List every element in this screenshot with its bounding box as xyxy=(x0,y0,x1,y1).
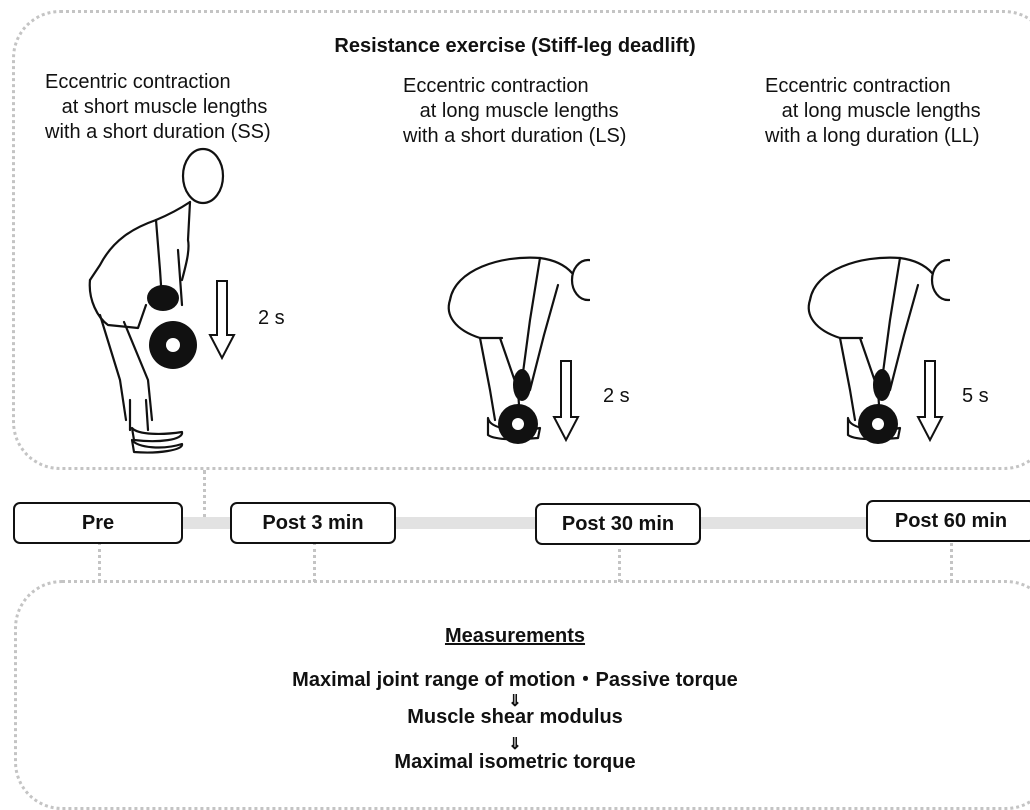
connector-top xyxy=(203,470,206,518)
timepoint-post-3-min: Post 3 min xyxy=(230,502,396,544)
measurement-rom-passive-torque: Maximal joint range of motion・Passive to… xyxy=(0,663,1030,692)
measurement-shear-modulus: Muscle shear modulus xyxy=(0,706,1030,729)
connector-post30 xyxy=(618,542,621,582)
down-arrow-icon xyxy=(916,360,944,442)
standing-deadlift-figure-icon xyxy=(78,140,228,460)
down-arrow-icon xyxy=(552,360,580,442)
connector-pre xyxy=(98,542,101,582)
timepoint-pre: Pre xyxy=(13,502,183,544)
down-arrow-icon xyxy=(208,280,236,360)
condition-ll-label: Eccentric contraction at long muscle len… xyxy=(765,74,981,149)
condition-ls-label: Eccentric contraction at long muscle len… xyxy=(403,74,626,149)
duration-ls: 2 s xyxy=(603,385,630,408)
measurement-isometric-torque: Maximal isometric torque xyxy=(0,751,1030,774)
connector-post60 xyxy=(950,538,953,582)
timepoint-post-30-min: Post 30 min xyxy=(535,503,701,545)
connector-post3 xyxy=(313,542,316,582)
measurements-title: Measurements xyxy=(0,625,1030,648)
condition-ss-label: Eccentric contraction at short muscle le… xyxy=(45,70,271,145)
diagram-title: Resistance exercise (Stiff-leg deadlift) xyxy=(0,35,1030,58)
duration-ss: 2 s xyxy=(258,307,285,330)
duration-ll: 5 s xyxy=(962,385,989,408)
timepoint-post-60-min: Post 60 min xyxy=(866,500,1030,542)
